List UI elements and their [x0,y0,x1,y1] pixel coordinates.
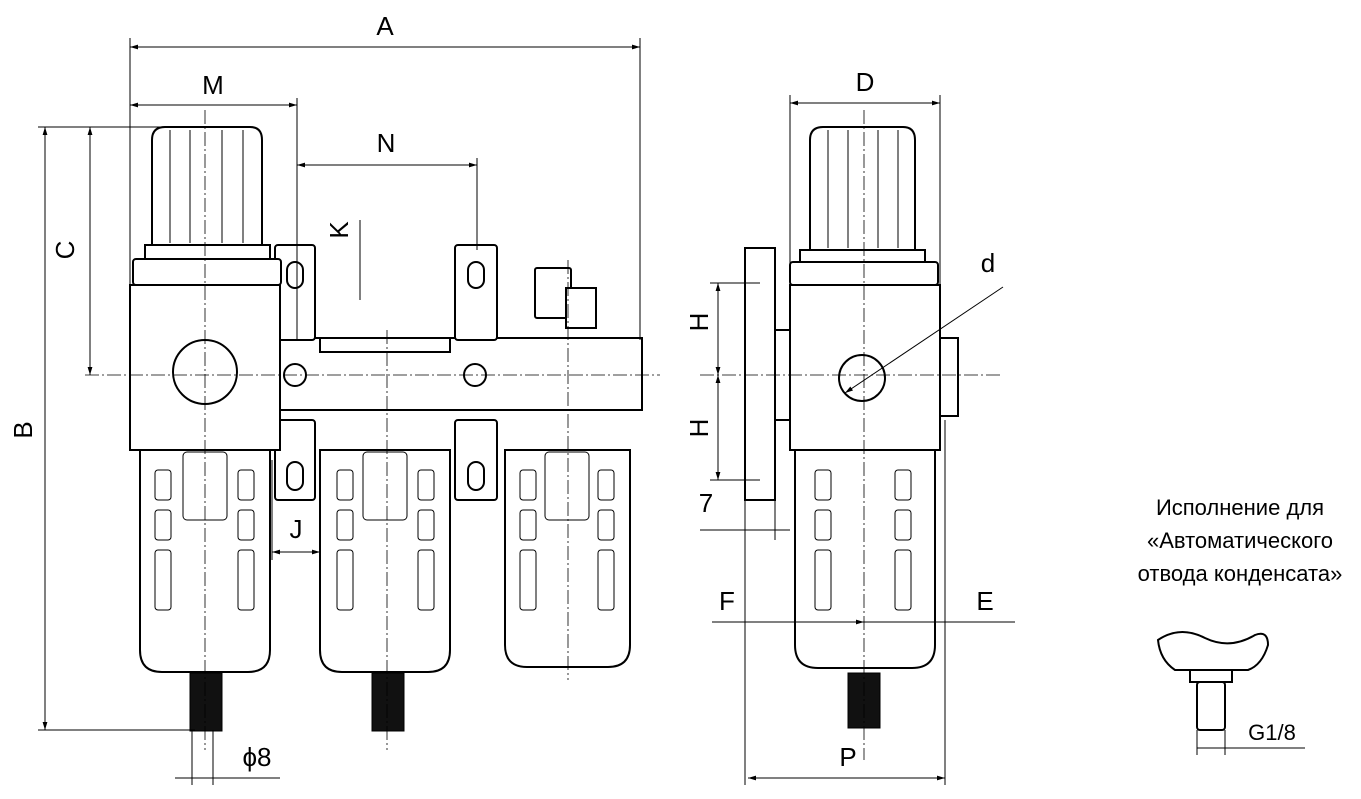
dim-C-label: C [50,241,80,260]
dim-H2-label: H [684,419,714,438]
bowl-bottom [1156,631,1270,671]
bracket [274,419,316,501]
caption-line-1: Исполнение для [1156,495,1324,520]
dim-H1-label: H [684,313,714,332]
bowl [794,449,936,669]
port [172,339,238,405]
dim-phi8-label: ϕ8 [242,742,271,772]
lock-nut [132,258,282,286]
drain-stem [1196,681,1226,731]
dim-E-label: E [976,586,993,616]
dim-J-label: J [290,514,303,544]
dim-B-label: B [8,421,38,438]
dim-N-label: N [377,128,396,158]
drain-fitting [371,672,405,732]
dim-d-label: d [981,248,995,278]
dim-F-label: F [719,586,735,616]
side-view [700,110,1000,760]
bowl [504,449,631,668]
bracket [454,244,498,341]
port [838,354,886,402]
auto-drain-detail: Исполнение для «Автоматического отвода к… [1138,495,1343,755]
caption-line-3: отвода конденсата» [1138,561,1343,586]
dim-7-label: 7 [699,488,713,518]
regulator-knob [151,126,263,246]
dim-M-label: M [202,70,224,100]
dim-K-label: K [324,221,354,239]
mounting-bracket [744,247,776,501]
bowl [319,449,451,673]
dim-D-label: D [856,67,875,97]
dim-A-label: A [376,11,394,41]
front-view [85,110,660,750]
drain-fitting [189,672,223,732]
thread-label: G1/8 [1248,720,1296,745]
front-dimensions: A M N C B K J ϕ8 [8,11,641,785]
caption-line-2: «Автоматического [1147,528,1333,553]
regulator-knob [809,126,916,251]
side-dimensions: D d H H 7 F E P [684,67,1015,785]
dim-P-label: P [839,742,856,772]
bracket [454,419,498,501]
